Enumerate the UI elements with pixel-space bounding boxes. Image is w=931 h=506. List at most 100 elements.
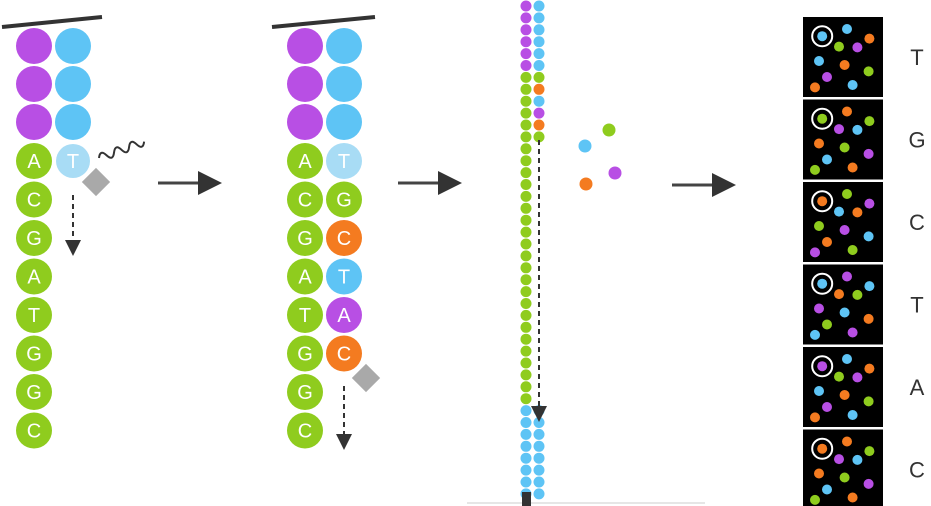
strand-dot-left: [520, 357, 532, 369]
cluster-dot: [817, 361, 828, 372]
base-call-label: G: [908, 128, 925, 153]
base-call-label: T: [910, 45, 923, 70]
cluster-dot: [839, 307, 850, 318]
cluster-dot: [842, 354, 852, 364]
template-base: [287, 374, 323, 410]
free-nucleotide: [578, 139, 592, 153]
template-base-label: G: [26, 382, 42, 404]
strand-dot-left: [520, 0, 532, 12]
strand-dot-right: [533, 107, 545, 119]
cluster-dot: [834, 206, 844, 217]
cluster-dot: [839, 472, 850, 483]
primer-base-right: [55, 104, 91, 140]
step2-surface-line: [271, 15, 376, 29]
strand-dot-left: [520, 48, 532, 60]
strand-dot-left: [520, 202, 532, 214]
template-base-label: A: [27, 151, 41, 173]
cluster-dot: [814, 386, 824, 396]
cluster-dot: [863, 66, 874, 77]
strand-dot-left: [520, 345, 532, 357]
cluster-dot: [822, 72, 832, 82]
strand-dot-right: [533, 119, 545, 131]
step1-primer: [16, 28, 91, 140]
strand-dot-left: [520, 155, 532, 167]
template-base: [16, 412, 52, 449]
template-base: [287, 335, 323, 372]
strand-dot-right: [533, 452, 545, 464]
primer-base-left: [287, 28, 323, 64]
template-base: [16, 297, 52, 333]
template-base-label: G: [26, 344, 42, 366]
strand-dot-left: [520, 428, 532, 440]
cluster-dot: [863, 396, 874, 407]
primer-base-right: [55, 66, 91, 102]
template-base: [287, 220, 323, 256]
cluster-dot: [842, 271, 852, 282]
template-base-label: C: [27, 421, 41, 443]
primer-base-right: [326, 28, 362, 64]
blocking-group: [81, 167, 111, 197]
cluster-dot: [842, 24, 852, 34]
template-base-label: C: [298, 190, 312, 212]
cluster-dot: [814, 221, 824, 231]
template-base: [16, 143, 52, 179]
strand-dot-left: [520, 179, 532, 190]
strand-dot-left: [520, 107, 532, 119]
template-base: [16, 220, 52, 256]
synthesized-base: [326, 181, 362, 218]
base-call-label: A: [910, 375, 925, 400]
cluster-dot: [834, 371, 844, 382]
strand-dot-right: [533, 12, 545, 24]
strand-dot-right: [533, 417, 545, 428]
synthesized-base: [326, 143, 362, 179]
synthesized-base: [326, 258, 362, 295]
strand-dot-left: [520, 440, 532, 452]
step2-primer: [287, 28, 362, 140]
template-base: [16, 374, 52, 410]
strand-dot-left: [520, 464, 532, 476]
strand-dot-right: [533, 24, 545, 36]
cluster-dot: [852, 289, 863, 300]
template-base: [16, 181, 52, 218]
cluster-dot: [822, 402, 832, 412]
step1-surface-line: [1, 15, 103, 29]
imaging-panel: T: [803, 264, 924, 345]
cluster-dot: [864, 33, 875, 44]
template-base-label: T: [299, 305, 311, 327]
base-call-label: C: [909, 210, 925, 235]
cluster-dot: [863, 231, 874, 242]
cluster-dot: [847, 492, 858, 503]
highlight-ring: [811, 25, 834, 48]
cluster-dot: [814, 303, 824, 314]
strand-dot-left: [520, 95, 532, 107]
synthesized-base-label: T: [338, 151, 350, 173]
strand-dot-right: [533, 95, 545, 107]
cluster-dot: [842, 189, 852, 199]
step4-imaging-panels: T G C T A C: [803, 17, 926, 506]
strand-dot-left: [520, 60, 532, 71]
strand-dot-left: [520, 131, 532, 143]
synthesized-base-label: G: [336, 190, 352, 212]
highlight-ring: [811, 437, 834, 460]
cluster-dot: [852, 207, 863, 218]
template-base-label: A: [298, 151, 312, 173]
strand-dot-left: [520, 369, 532, 381]
strand-dot-left: [520, 167, 532, 179]
base-call-label: C: [909, 458, 925, 483]
primer-base-left: [16, 28, 52, 64]
cluster-dot: [810, 247, 820, 258]
cluster-dot: [847, 410, 858, 420]
strand-dot-right: [533, 131, 545, 143]
strand-dot-right: [533, 0, 545, 12]
strand-dot-right: [533, 488, 545, 500]
cluster-dot: [810, 164, 820, 175]
cluster-dot: [817, 113, 828, 124]
free-nucleotide: [602, 123, 616, 137]
synthesized-base-label: A: [337, 305, 351, 327]
template-base-label: A: [298, 267, 312, 289]
imaging-panel: C: [803, 429, 925, 506]
